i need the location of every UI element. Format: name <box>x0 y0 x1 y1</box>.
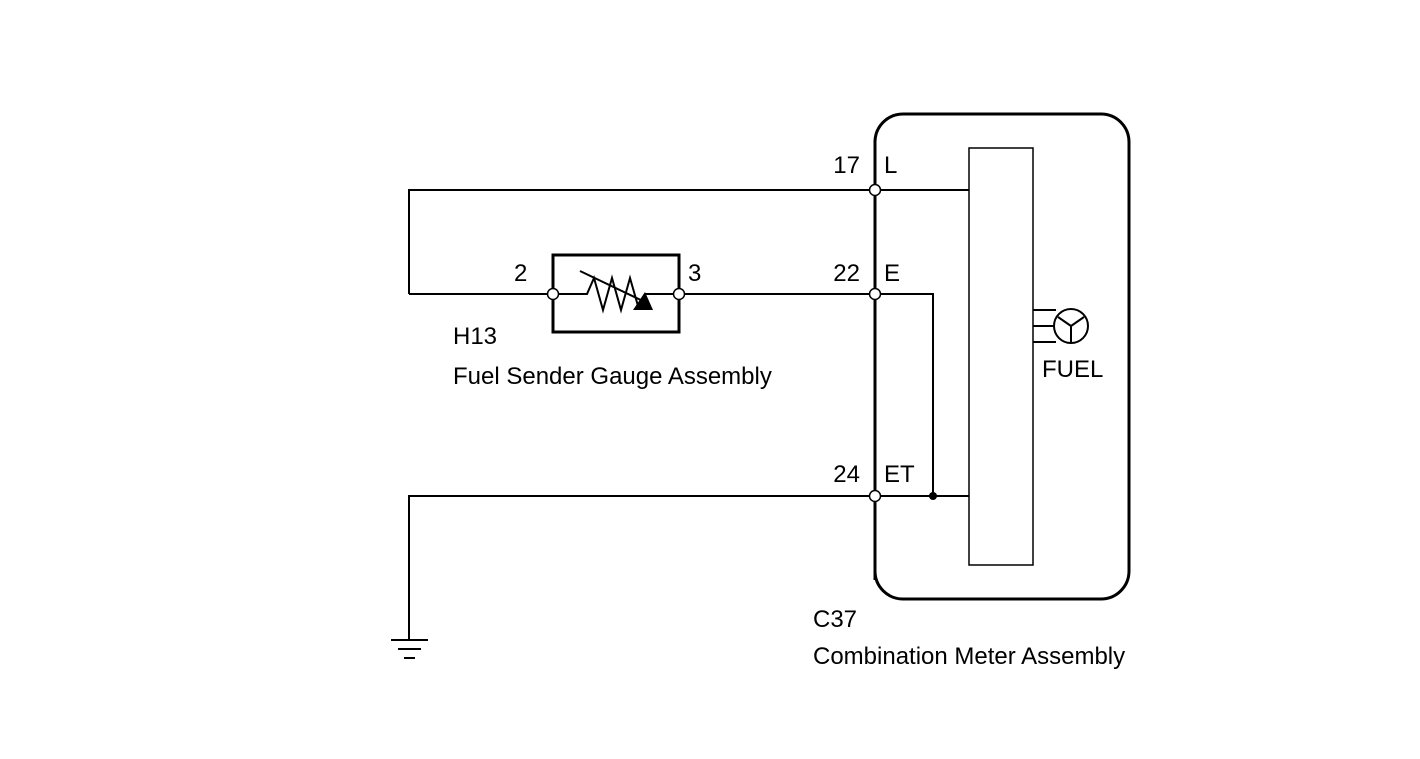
variable-resistor-icon <box>553 270 679 314</box>
wire-et <box>408 495 969 640</box>
terminal-pin-24 <box>868 489 882 503</box>
meter-name: Combination Meter Assembly <box>813 643 1125 670</box>
wire-l <box>408 189 969 294</box>
sender-pin-3-label: 3 <box>688 260 701 287</box>
ground-icon <box>391 639 428 659</box>
meter-inner-unit <box>968 147 1034 566</box>
sender-pin-2-label: 2 <box>514 260 527 287</box>
meter-code: C37 <box>813 606 857 633</box>
terminal-pin-17 <box>868 183 882 197</box>
meter-pin-22-name: E <box>884 260 900 287</box>
junction-dot <box>929 492 937 500</box>
sender-code: H13 <box>453 323 497 350</box>
meter-pin-24-number: 24 <box>833 461 860 488</box>
meter-pin-24-name: ET <box>884 461 915 488</box>
terminal-pin-22 <box>868 287 882 301</box>
fuel-gauge-label: FUEL <box>1042 356 1103 383</box>
meter-pin-17-number: 17 <box>833 152 860 179</box>
terminal-sender-pin-2 <box>546 287 560 301</box>
wire-e-internal <box>875 293 934 496</box>
sender-name: Fuel Sender Gauge Assembly <box>453 363 772 390</box>
fuel-gauge-icon <box>1033 308 1089 344</box>
meter-pin-22-number: 22 <box>833 260 860 287</box>
fuel-sender-gauge <box>551 253 681 334</box>
terminal-sender-pin-3 <box>672 287 686 301</box>
meter-pin-17-name: L <box>884 152 897 179</box>
